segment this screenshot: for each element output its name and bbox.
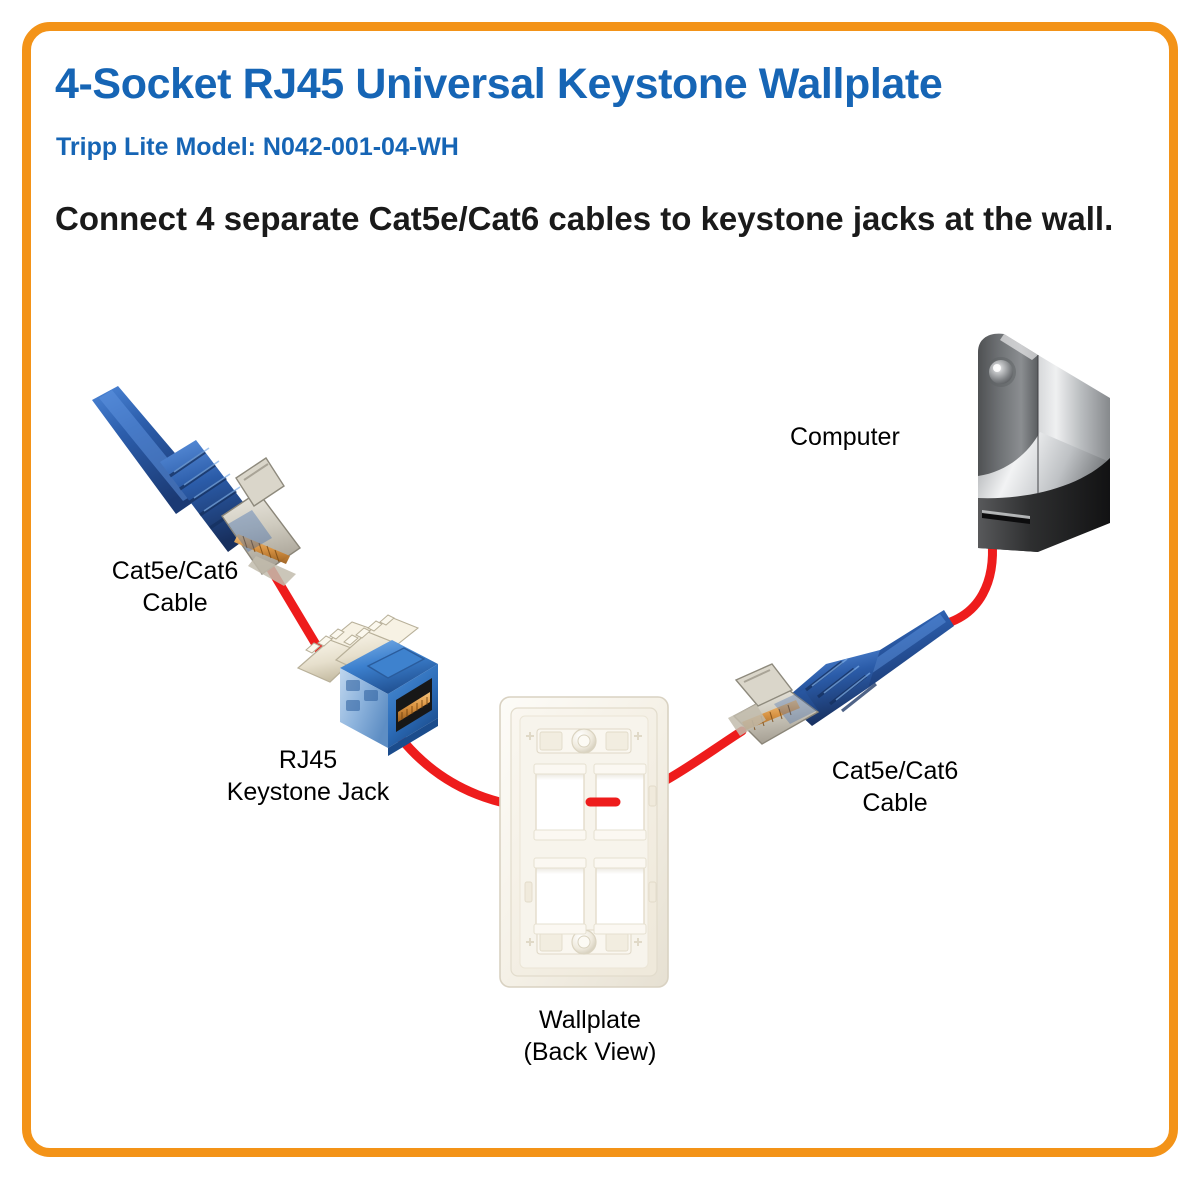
label-left-cable: Cat5e/Cat6 Cable bbox=[111, 557, 239, 617]
wallplate-bottom-clips bbox=[526, 938, 642, 946]
jack-side-markings bbox=[346, 680, 378, 711]
left-plug-latch-rib bbox=[243, 463, 269, 481]
jack-top-tab bbox=[366, 647, 426, 679]
tower-drive-slot bbox=[982, 510, 1030, 524]
left-plug-inner-shadow bbox=[228, 510, 272, 552]
wallplate-socket-4 bbox=[593, 857, 647, 935]
wallplate-sockets bbox=[524, 763, 657, 935]
jack-bottom-edge bbox=[388, 718, 438, 756]
right-cat5e-cable bbox=[728, 610, 954, 745]
label-computer: Computer bbox=[790, 423, 900, 451]
left-cat5e-cable bbox=[92, 386, 301, 586]
jack-port-gold-pins bbox=[398, 692, 430, 722]
label-right-cable: Cat5e/Cat6 Cable bbox=[831, 757, 959, 817]
left-plug-latch bbox=[235, 457, 285, 507]
label-keystone-jack: RJ45 Keystone Jack bbox=[226, 746, 390, 806]
subheading: Connect 4 separate Cat5e/Cat6 cables to … bbox=[55, 200, 1114, 237]
model-number: Tripp Lite Model: N042-001-04-WH bbox=[56, 133, 459, 161]
wallplate-top-screw-boss bbox=[526, 728, 642, 754]
tower-top-edge-highlight bbox=[1000, 334, 1038, 360]
right-plug-tip bbox=[728, 704, 766, 736]
rj45-keystone-jack bbox=[296, 614, 438, 756]
right-cable-boot-highlights bbox=[811, 658, 871, 701]
right-plug-latch-rib bbox=[743, 669, 771, 683]
left-plug-tip bbox=[248, 556, 296, 586]
right-plug-inner-shadow bbox=[774, 690, 818, 724]
right-plug-latch bbox=[734, 663, 794, 707]
left-cable-boot-highlights bbox=[173, 447, 241, 512]
label-wallplate: Wallplate (Back View) bbox=[523, 1006, 657, 1066]
computer-tower bbox=[978, 333, 1110, 552]
right-cable-jacket-highlight bbox=[862, 614, 946, 676]
left-plug-gold-contacts bbox=[234, 534, 290, 564]
tower-lower-body bbox=[978, 458, 1110, 552]
wallplate-top-clips bbox=[526, 732, 642, 740]
wallplate-socket-1 bbox=[533, 763, 587, 841]
wallplate bbox=[499, 696, 669, 988]
page-title: 4-Socket RJ45 Universal Keystone Wallpla… bbox=[55, 60, 943, 108]
tower-power-button bbox=[986, 357, 1016, 387]
wallplate-socket-3 bbox=[533, 857, 587, 935]
